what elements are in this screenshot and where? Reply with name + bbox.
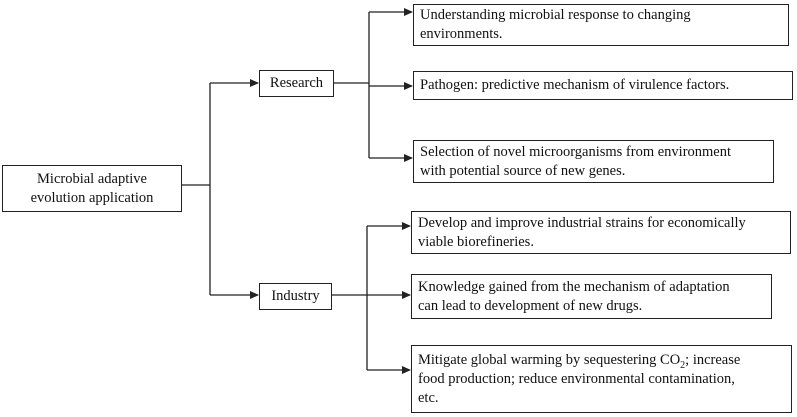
branch-node-research: Research — [259, 70, 334, 97]
research-leaf-3: Selection of novel microorganisms from e… — [413, 140, 774, 183]
branch-label-industry: Industry — [271, 288, 320, 304]
industry-leaf-2-text: Knowledge gained from the mechanism of a… — [418, 278, 730, 316]
industry-leaf-3-line-3: etc. — [418, 389, 439, 406]
research-leaf-3-text: Selection of novel microorganisms from e… — [420, 143, 731, 181]
industry-leaf-3-line-1: Mitigate global warming by sequestering … — [418, 351, 740, 370]
branch-node-industry: Industry — [259, 283, 332, 310]
research-leaf-1-line-2: environments. — [420, 26, 503, 42]
research-leaf-3-line-1: Selection of novel microorganisms from e… — [420, 143, 732, 160]
industry-leaf-1: Develop and improve industrial strains f… — [411, 211, 791, 254]
research-leaf-1-line-1: Understanding microbial response to chan… — [420, 7, 691, 23]
industry-leaf-2-line-2: can lead to development of new drugs. — [418, 297, 643, 314]
industry-leaf-1-text: Develop and improve industrial strains f… — [418, 214, 746, 252]
root-node: Microbial adaptive evolution application — [2, 165, 182, 212]
research-leaf-1-text: Understanding microbial response to chan… — [420, 6, 691, 44]
industry-leaf-3-text: Mitigate global warming by sequestering … — [418, 351, 740, 408]
root-line-1: Microbial adaptive — [37, 170, 147, 187]
co2-subscript: 2 — [680, 359, 686, 371]
industry-leaf-3: Mitigate global warming by sequestering … — [411, 345, 792, 413]
research-leaf-2-line-1: Pathogen: predictive mechanism of virule… — [420, 77, 730, 93]
research-leaf-1: Understanding microbial response to chan… — [413, 4, 789, 46]
research-leaf-2: Pathogen: predictive mechanism of virule… — [413, 71, 793, 100]
root-line-2: evolution application — [30, 189, 154, 206]
research-leaf-3-line-2: with potential source of new genes. — [420, 162, 626, 179]
root-node-text: Microbial adaptive evolution application — [31, 170, 154, 208]
industry-leaf-3-line-1-before: Mitigate global warming by sequestering … — [418, 351, 681, 368]
industry-leaf-2-line-1: Knowledge gained from the mechanism of a… — [418, 278, 730, 295]
industry-leaf-1-line-1: Develop and improve industrial strains f… — [418, 214, 746, 231]
branch-label-research: Research — [269, 75, 324, 91]
industry-leaf-3-line-1-after: ; increase — [685, 351, 741, 368]
industry-leaf-3-line-2: food production; reduce environmental co… — [418, 370, 735, 387]
industry-leaf-1-line-2: viable biorefineries. — [418, 233, 534, 250]
industry-leaf-2: Knowledge gained from the mechanism of a… — [411, 274, 772, 319]
